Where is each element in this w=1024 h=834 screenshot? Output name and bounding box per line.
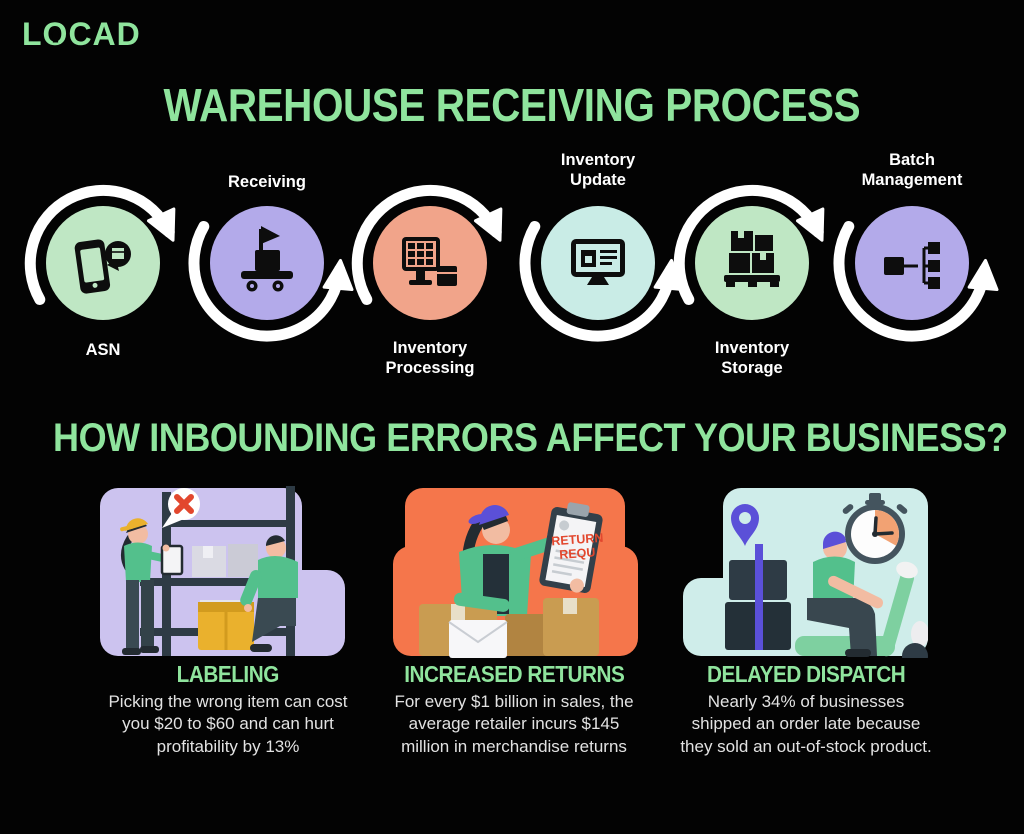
arrowhead-icon bbox=[146, 207, 176, 242]
logo-text-l: L bbox=[22, 16, 43, 52]
arc-step-6 bbox=[833, 221, 991, 342]
step-label-inventory-storage: Inventory Storage bbox=[714, 339, 790, 378]
arc-step-4 bbox=[519, 221, 677, 342]
yellow-box bbox=[198, 602, 254, 650]
step-label-batch-management: Batch Management bbox=[861, 151, 963, 190]
stopwatch-icon bbox=[842, 493, 908, 564]
warehouse-mislabel-scene bbox=[100, 486, 345, 656]
arc-step-2 bbox=[188, 221, 346, 342]
logo-text-cad: CAD bbox=[68, 16, 141, 52]
step-label-receiving: Receiving bbox=[228, 173, 306, 191]
holding-arm bbox=[453, 592, 510, 612]
worker-woman-figure bbox=[120, 518, 184, 655]
card-body-delayed-dispatch: Nearly 34% of businesses shipped an orde… bbox=[680, 692, 932, 756]
section-title: HOW INBOUNDING ERRORS AFFECT YOUR BUSINE… bbox=[0, 416, 1024, 461]
delivery-man-figure bbox=[807, 531, 884, 657]
arrowhead-icon bbox=[322, 258, 354, 292]
logo-o: O bbox=[43, 16, 69, 53]
card-title-increased-returns: INCREASED RETURNS bbox=[403, 661, 625, 687]
logo-house-icon bbox=[49, 29, 61, 43]
locad-logo: LOCAD bbox=[22, 16, 141, 53]
receiving-cart-icon bbox=[241, 226, 293, 292]
update-monitor-icon bbox=[571, 239, 625, 285]
delivery-scooter-scene bbox=[683, 488, 928, 658]
clipboard-icon: RETURN REQU bbox=[539, 502, 604, 593]
process-flow-diagram bbox=[24, 184, 999, 342]
envelope-icon bbox=[448, 620, 508, 658]
arc-step-3 bbox=[351, 184, 502, 305]
card-title-labeling: LABELING bbox=[176, 661, 280, 687]
arc-step-5 bbox=[673, 184, 824, 305]
section-title-text: HOW INBOUNDING ERRORS AFFECT YOUR BUSINE… bbox=[53, 416, 1008, 460]
arrowhead-icon bbox=[653, 258, 685, 292]
arrowhead-icon bbox=[473, 207, 503, 242]
location-pin-icon bbox=[731, 504, 759, 546]
storage-pallet-icon bbox=[724, 231, 780, 287]
cargo-boxes bbox=[725, 544, 791, 650]
arrowhead-icon bbox=[795, 207, 825, 242]
step-circle-batch bbox=[855, 206, 969, 320]
arrowhead-icon bbox=[967, 258, 999, 292]
card-body-labeling: Picking the wrong item can cost you $20 … bbox=[108, 692, 348, 756]
card-body-increased-returns: For every $1 billion in sales, the avera… bbox=[394, 692, 634, 756]
arc-step-1 bbox=[24, 184, 175, 305]
flow-arrows bbox=[24, 184, 991, 342]
processing-terminal-icon bbox=[402, 237, 457, 286]
return-stamp: RETURN REQU bbox=[551, 531, 604, 562]
svg-text:RETURN: RETURN bbox=[551, 531, 604, 549]
flow-arrowheads bbox=[146, 207, 999, 292]
step-label-asn: ASN bbox=[85, 341, 121, 359]
card-title-delayed-dispatch: DELAYED DISPATCH bbox=[706, 661, 906, 687]
svg-text:REQU: REQU bbox=[559, 545, 596, 561]
step-label-inventory-processing: Inventory Processing bbox=[385, 339, 475, 378]
worker-man-figure bbox=[240, 535, 298, 652]
return-request-scene: RETURN REQU bbox=[393, 488, 638, 658]
step-label-inventory-update: Inventory Update bbox=[560, 151, 636, 190]
error-cross-bubble-icon bbox=[162, 488, 200, 528]
phone-asn-icon bbox=[74, 239, 131, 294]
scooter-front bbox=[879, 561, 928, 658]
batch-tree-icon bbox=[884, 242, 940, 289]
page-title: WAREHOUSE RECEIVING PROCESS bbox=[0, 78, 1024, 132]
page-title-text: WAREHOUSE RECEIVING PROCESS bbox=[163, 79, 861, 131]
